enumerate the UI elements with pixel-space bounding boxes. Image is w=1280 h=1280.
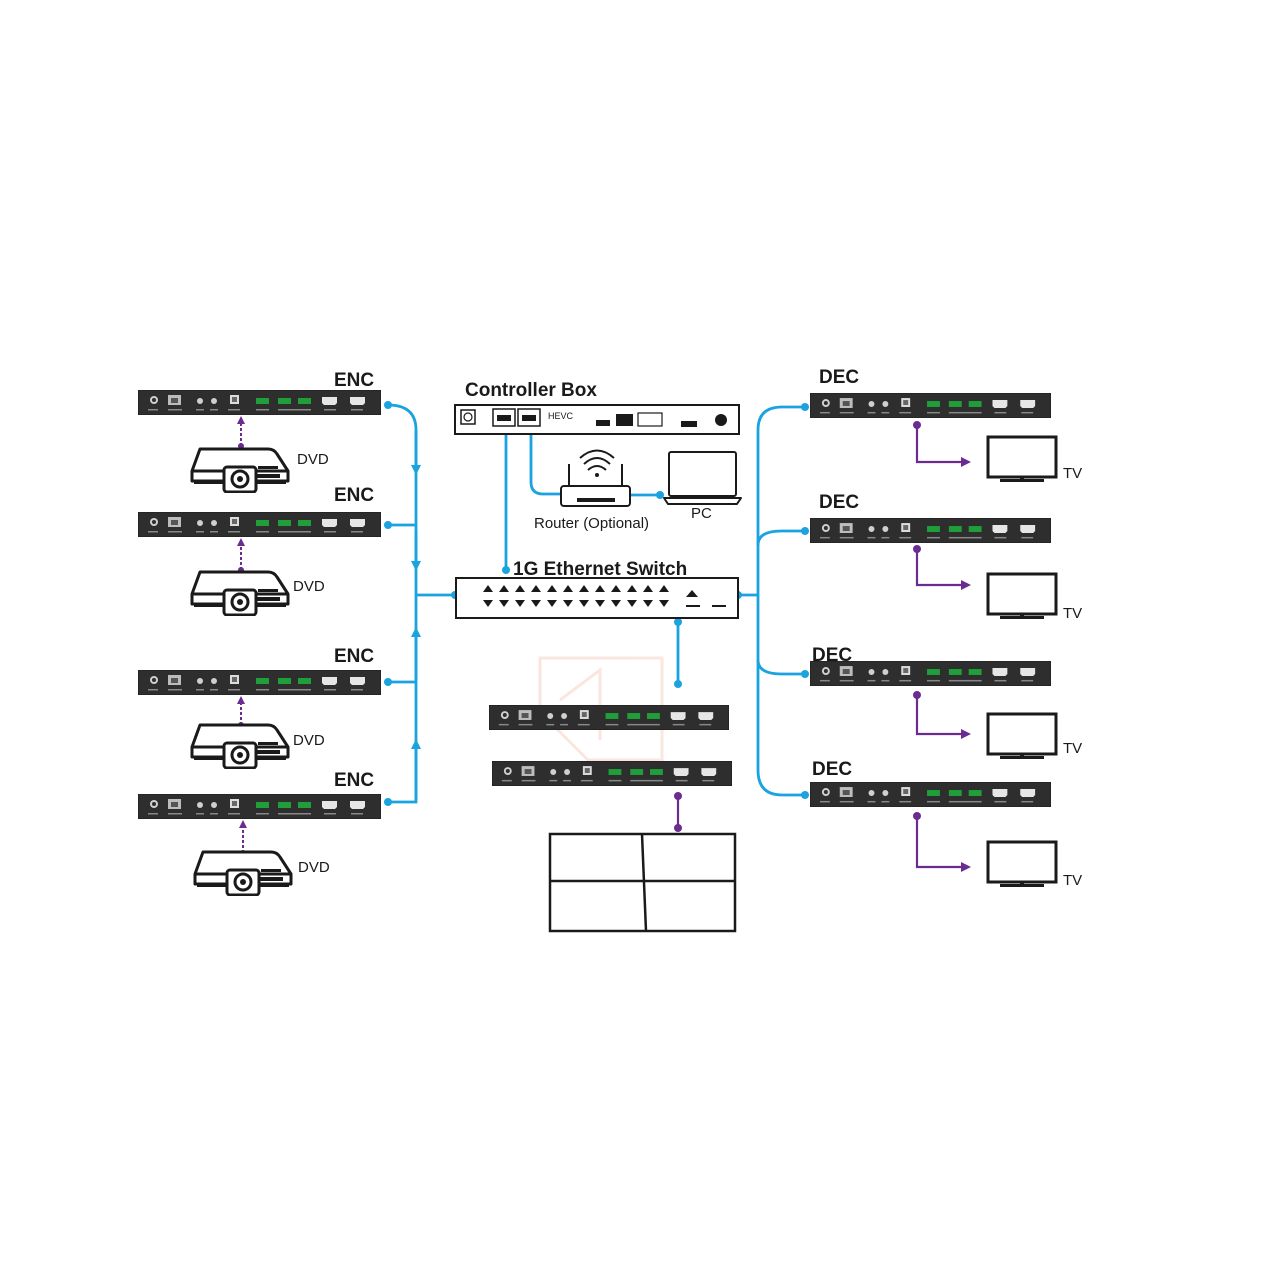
encoder-label: ENC	[334, 646, 374, 667]
encoder-3: ENC DVD	[138, 646, 381, 769]
router-label: Router (Optional)	[534, 515, 649, 532]
tv-label: TV	[1063, 872, 1082, 889]
video-wall-decoder-2	[492, 761, 732, 832]
tv-icon	[986, 572, 1058, 621]
video-wall-decoder-1	[489, 705, 729, 730]
decoder-1: DEC TV	[810, 367, 1082, 484]
switch-port-down	[547, 600, 557, 607]
switch-port-down	[611, 600, 621, 607]
switch-port-up	[483, 585, 493, 592]
switch-port-up	[515, 585, 525, 592]
dvd-player-icon	[190, 570, 290, 616]
encoder-1: ENC DVD	[138, 370, 381, 493]
switch-port-up	[643, 585, 653, 592]
pc-label: PC	[691, 505, 712, 522]
tv-icon	[986, 712, 1058, 761]
switch-port-down	[595, 600, 605, 607]
video-wall-icon	[548, 832, 737, 933]
encoder-label: ENC	[334, 770, 374, 791]
dvd-player-icon	[190, 447, 290, 493]
switch-port-down	[483, 600, 493, 607]
tv-label: TV	[1063, 740, 1082, 757]
switch-port-down	[627, 600, 637, 607]
switch-port-down	[563, 600, 573, 607]
switch-port-array	[483, 585, 669, 607]
switch-port-down	[643, 600, 653, 607]
router-icon	[560, 449, 631, 507]
controller-model-label: HEVC	[548, 411, 574, 421]
tv-icon	[986, 435, 1058, 484]
decoder-label: DEC	[812, 759, 852, 780]
tv-label: TV	[1063, 605, 1082, 622]
switch-port-up	[611, 585, 621, 592]
laptop-icon	[663, 451, 742, 505]
switch-port-up	[579, 585, 589, 592]
network-cabling	[387, 403, 805, 804]
encoder-2: ENC DVD	[138, 485, 381, 616]
ethernet-switch: 1G Ethernet Switch	[455, 559, 739, 619]
dvd-label: DVD	[298, 859, 330, 876]
switch-port-down	[579, 600, 589, 607]
decoder-label: DEC	[819, 492, 859, 513]
switch-port-up	[499, 585, 509, 592]
switch-port-up	[531, 585, 541, 592]
dvd-label: DVD	[293, 578, 325, 595]
switch-port-down	[659, 600, 669, 607]
switch-port-up	[659, 585, 669, 592]
decoder-2: DEC TV	[810, 492, 1082, 622]
router: Router (Optional)	[534, 449, 649, 532]
dvd-player-icon	[190, 723, 290, 769]
decoder-3: DEC TV	[810, 645, 1082, 761]
switch-port-down	[499, 600, 509, 607]
switch-port-up	[627, 585, 637, 592]
switch-port-up	[595, 585, 605, 592]
switch-port-down	[531, 600, 541, 607]
encoder-label: ENC	[334, 485, 374, 506]
decoder-4: DEC TV	[810, 759, 1082, 889]
tv-label: TV	[1063, 465, 1082, 482]
decoder-label: DEC	[819, 367, 859, 388]
switch-port-up	[547, 585, 557, 592]
controller-box-title: Controller Box	[465, 380, 597, 401]
switch-port-down	[515, 600, 525, 607]
switch-port-up	[563, 585, 573, 592]
decoder-label: DEC	[812, 645, 852, 666]
encoder-label: ENC	[334, 370, 374, 391]
pc: PC	[663, 451, 742, 522]
controller-box: Controller Box HEVC	[454, 380, 740, 435]
dvd-label: DVD	[293, 732, 325, 749]
dvd-label: DVD	[297, 451, 329, 468]
switch-title: 1G Ethernet Switch	[513, 559, 687, 580]
tv-icon	[986, 840, 1058, 889]
encoder-4: ENC DVD	[138, 770, 381, 896]
dvd-player-icon	[193, 850, 293, 896]
